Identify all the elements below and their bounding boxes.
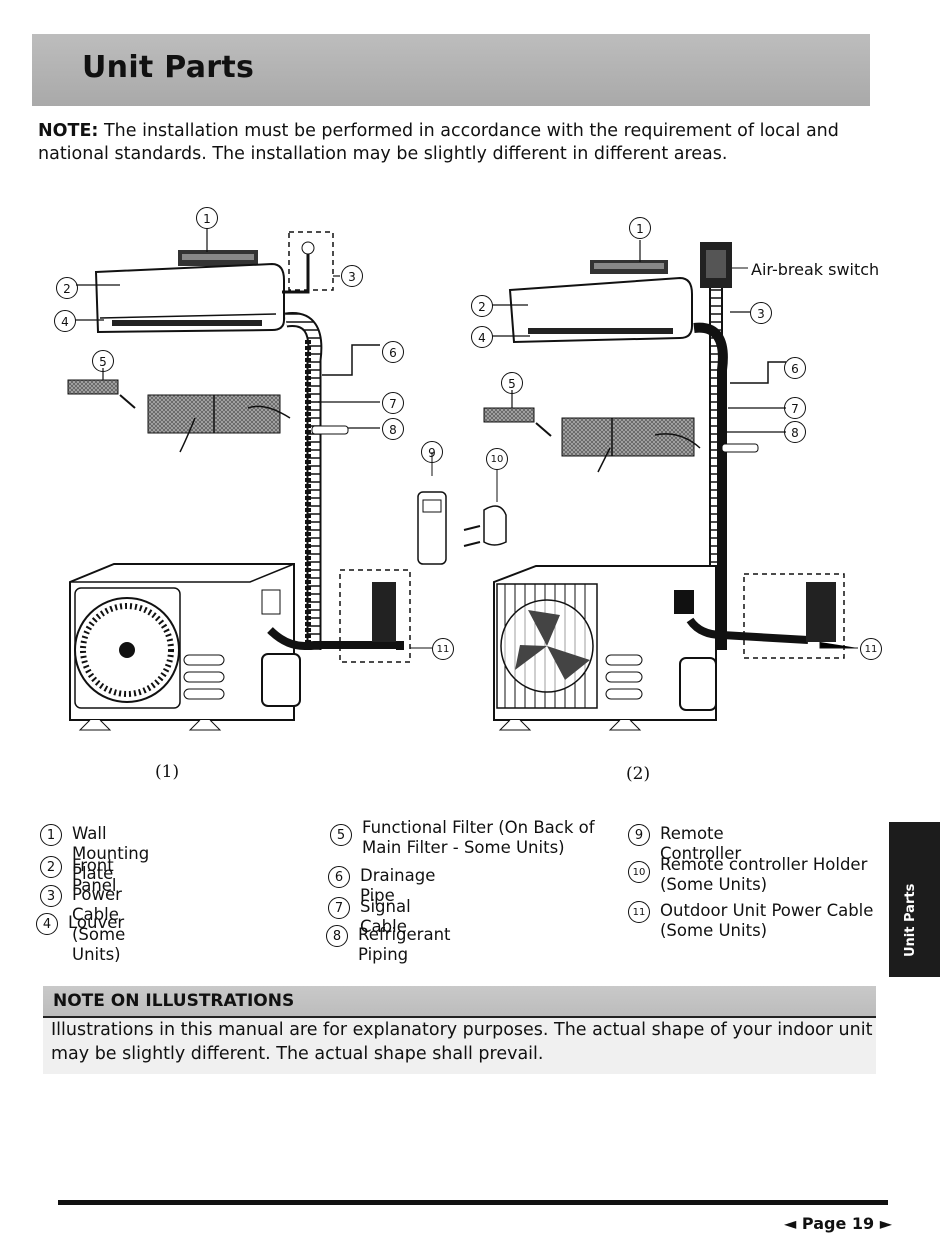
legend-number: 3 — [40, 885, 62, 907]
illustrations-note-heading: NOTE ON ILLUSTRATIONS — [43, 986, 876, 1018]
legend-item: 11 Outdoor Unit Power Cable (Some Units) — [628, 901, 883, 941]
legend-item: 8 Refrigerant Piping — [326, 925, 451, 965]
callout-6b: 6 — [784, 357, 806, 379]
legend-label: Drainage Pipe — [360, 866, 436, 905]
remote-controller — [417, 452, 447, 565]
legend-item: 3 Power Cable (Some Units) — [40, 885, 125, 965]
callout-8b: 8 — [784, 421, 806, 443]
section-side-tab: Unit Parts — [889, 822, 940, 977]
unit-parts-illustration — [67, 228, 858, 731]
callout-5b: 5 — [501, 372, 523, 394]
air-break-switch — [700, 242, 748, 288]
page-title: Unit Parts — [82, 50, 255, 85]
callout-6a: 6 — [382, 341, 404, 363]
legend-number: 4 — [36, 913, 58, 935]
callout-10: 10 — [486, 448, 508, 470]
page-number: ◄ Page 19 ► — [784, 1214, 892, 1233]
legend-number: 11 — [628, 901, 650, 923]
outdoor-unit-2 — [493, 565, 809, 731]
legend-number: 5 — [330, 824, 352, 846]
callout-11b: 11 — [860, 638, 882, 660]
callout-8a: 8 — [382, 418, 404, 440]
callout-1a: 1 — [196, 207, 218, 229]
legend-label: Wall Mounting Plate — [72, 824, 150, 883]
indoor-unit-2 — [508, 276, 693, 344]
legend-item: 4 Louver — [36, 913, 124, 935]
callout-3b: 3 — [750, 302, 772, 324]
figure-2-caption: (2) — [626, 764, 651, 784]
legend-number: 6 — [328, 866, 350, 888]
side-tab-label: Unit Parts — [903, 883, 918, 957]
legend-label: Functional Filter (On Back of Main Filte… — [362, 818, 595, 857]
legend-item: 6 Drainage Pipe — [328, 866, 435, 906]
legend-number: 1 — [40, 824, 62, 846]
illustrations-note-body: Illustrations in this manual are for exp… — [43, 1018, 876, 1074]
legend-label: Outdoor Unit Power Cable (Some Units) — [660, 901, 874, 940]
callout-2b: 2 — [471, 295, 493, 317]
illustrations-note-title: NOTE ON ILLUSTRATIONS — [53, 991, 295, 1011]
legend-number: 2 — [40, 856, 62, 878]
legend-label: Signal Cable — [360, 897, 411, 936]
legend-item: 7 Signal Cable — [328, 897, 411, 937]
legend-label: Power Cable (Some Units) — [72, 885, 126, 964]
callout-7a: 7 — [382, 392, 404, 414]
wall-mounting-plate-2 — [590, 260, 668, 274]
callout-11a: 11 — [432, 638, 454, 660]
legend-label: Remote Controller — [660, 824, 742, 863]
callout-2a: 2 — [56, 277, 78, 299]
legend-label: Front Panel — [72, 856, 117, 895]
legend-item: 9 Remote Controller — [628, 824, 741, 864]
callout-1b: 1 — [629, 217, 651, 239]
footer-divider — [58, 1200, 888, 1205]
indoor-unit-1 — [94, 262, 285, 334]
callout-4a: 4 — [54, 310, 76, 332]
legend-number: 8 — [326, 925, 348, 947]
air-break-switch-label: Air-break switch — [751, 260, 880, 279]
callout-7b: 7 — [784, 397, 806, 419]
figure-1 — [67, 231, 507, 731]
installation-note: NOTE: The installation must be performed… — [38, 120, 868, 166]
legend-label: Refrigerant Piping — [358, 925, 451, 964]
legend-label: Remote controller Holder (Some Units) — [660, 855, 868, 894]
title-bar: Unit Parts — [32, 34, 870, 106]
refrigerant-piping-1 — [284, 312, 323, 650]
legend-number: 10 — [628, 861, 650, 883]
callout-9: 9 — [421, 441, 443, 463]
legend-item: 5 Functional Filter (On Back of Main Fil… — [330, 818, 610, 858]
figure-1-caption: (1) — [155, 762, 180, 782]
callout-5a: 5 — [92, 350, 114, 372]
outdoor-unit-1 — [69, 563, 404, 731]
callout-3a: 3 — [341, 265, 363, 287]
remote-controller-holder — [463, 470, 507, 547]
legend-label: Louver — [68, 913, 125, 932]
legend-item: 2 Front Panel — [40, 856, 117, 896]
callout-4b: 4 — [471, 326, 493, 348]
legend-item: 10 Remote controller Holder (Some Units) — [628, 855, 878, 895]
legend-number: 9 — [628, 824, 650, 846]
wall-mounting-plate — [178, 250, 258, 266]
note-label: NOTE: — [38, 121, 99, 141]
legend-number: 7 — [328, 897, 350, 919]
figure-2 — [483, 242, 858, 731]
legend-item: 1 Wall Mounting Plate — [40, 824, 149, 884]
note-text: The installation must be performed in ac… — [38, 121, 839, 164]
